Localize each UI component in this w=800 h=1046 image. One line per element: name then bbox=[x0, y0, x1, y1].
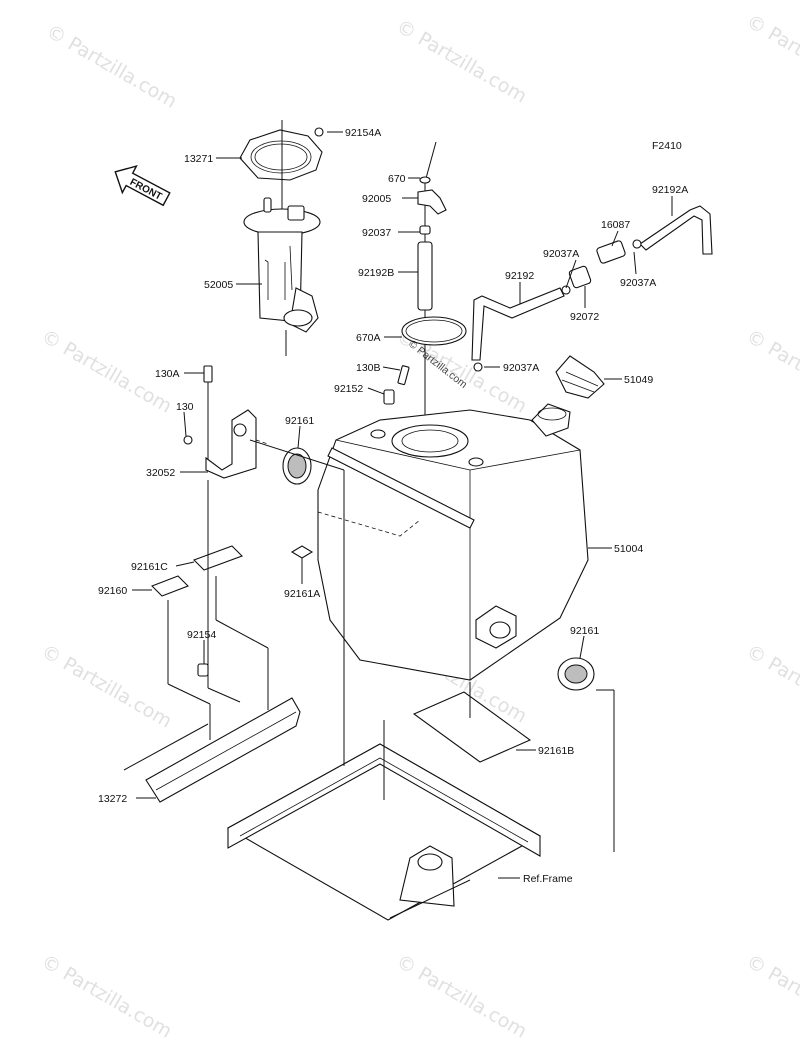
vent-hose-group bbox=[471, 205, 713, 372]
part-label: 92037A bbox=[543, 248, 579, 260]
part-label: 130B bbox=[356, 362, 381, 374]
part-label: 92160 bbox=[98, 585, 127, 597]
part-label: 92072 bbox=[570, 311, 599, 323]
part-label: 16087 bbox=[601, 219, 630, 231]
part-label: 92192A bbox=[652, 184, 688, 196]
part-label: 92037A bbox=[503, 362, 539, 374]
bracket-32052 bbox=[205, 382, 269, 479]
part-label: 92037 bbox=[362, 227, 391, 239]
watermark: © Partzilla.com bbox=[743, 325, 800, 417]
part-label: 92161B bbox=[538, 745, 574, 757]
part-label: 92161A bbox=[284, 588, 320, 600]
figure-code: F2410 bbox=[652, 140, 682, 152]
fasteners bbox=[183, 365, 410, 445]
watermark: © Partzilla.com bbox=[743, 640, 800, 732]
part-label: 130A bbox=[155, 368, 180, 380]
watermark: © Partzilla.com bbox=[43, 20, 181, 112]
part-label: 92005 bbox=[362, 193, 391, 205]
part-label: 32052 bbox=[146, 467, 175, 479]
grommet-bottom bbox=[557, 657, 595, 691]
grommet-top bbox=[282, 447, 312, 485]
part-label: 92192B bbox=[358, 267, 394, 279]
fuel-cap bbox=[555, 355, 605, 399]
part-label: 92152 bbox=[334, 383, 363, 395]
watermark: © Partzilla.com bbox=[393, 15, 531, 107]
part-label: 13271 bbox=[184, 153, 213, 165]
watermark: © Partzilla.com bbox=[38, 640, 176, 732]
part-label: 92161C bbox=[131, 561, 168, 573]
part-label: 51004 bbox=[614, 543, 643, 555]
part-label: 92192 bbox=[505, 270, 534, 282]
part-label: 51049 bbox=[624, 374, 653, 386]
part-labels: 92154A 13271 670 92005 92037 92192B 5200… bbox=[98, 127, 688, 885]
part-label: 52005 bbox=[204, 279, 233, 291]
fuel-fitting-group bbox=[401, 141, 467, 460]
part-label: 92154A bbox=[345, 127, 381, 139]
part-label: 13272 bbox=[98, 793, 127, 805]
part-label: 92161 bbox=[285, 415, 314, 427]
pads bbox=[151, 545, 532, 763]
watermark: © Partzilla.com bbox=[38, 950, 176, 1042]
fuel-pump-assembly bbox=[239, 120, 324, 356]
frame-and-bracket bbox=[145, 697, 542, 921]
part-label: 670 bbox=[388, 173, 406, 185]
front-arrow-icon: FRONT bbox=[114, 165, 171, 207]
part-label: 92161 bbox=[570, 625, 599, 637]
fuel-tank bbox=[290, 403, 589, 681]
watermark: © Partzilla.com bbox=[743, 10, 800, 102]
leader-lines bbox=[123, 131, 673, 879]
bolt-92154 bbox=[197, 663, 209, 677]
reference-label: Ref.Frame bbox=[523, 873, 573, 885]
part-label: 130 bbox=[176, 401, 194, 413]
watermark: © Partzilla.com bbox=[743, 950, 800, 1042]
part-label: 92037A bbox=[620, 277, 656, 289]
watermark: © Partzilla.com bbox=[393, 950, 531, 1042]
part-label: 670A bbox=[356, 332, 381, 344]
part-label: 92154 bbox=[187, 629, 216, 641]
